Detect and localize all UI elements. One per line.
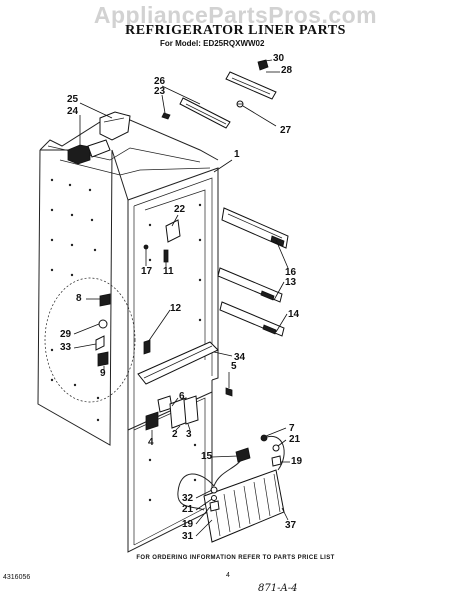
screw-5 xyxy=(225,387,233,397)
page-number: 4 xyxy=(226,572,230,579)
fitting-21-lower xyxy=(211,495,217,501)
callout-21-upper: 21 xyxy=(289,434,301,445)
callout-6: 6 xyxy=(179,391,185,402)
ordering-note: FOR ORDERING INFORMATION REFER TO PARTS … xyxy=(136,555,335,561)
callout-16: 16 xyxy=(285,267,297,278)
callout-25: 25 xyxy=(67,94,79,105)
callout-37: 37 xyxy=(285,520,297,531)
clip-12 xyxy=(143,339,151,355)
part-8 xyxy=(99,293,111,307)
rail-28 xyxy=(225,71,277,100)
callout-3: 3 xyxy=(186,429,192,440)
part-9 xyxy=(97,351,109,367)
callout-31: 31 xyxy=(182,531,194,542)
callout-8: 8 xyxy=(76,293,82,304)
fitting-19-lower xyxy=(209,500,220,512)
top-bracket-25 xyxy=(99,111,131,141)
callout-2: 2 xyxy=(172,429,178,440)
callout-19-upper: 19 xyxy=(291,456,303,467)
rail-13 xyxy=(217,267,283,303)
bracket-4 xyxy=(145,411,159,431)
callout-30: 30 xyxy=(273,53,285,64)
fitting-32 xyxy=(210,486,218,494)
clip-30 xyxy=(257,59,269,71)
rail-14 xyxy=(219,301,285,337)
callout-13: 13 xyxy=(285,277,297,288)
callout-26: 26 xyxy=(154,76,166,87)
bracket-3 xyxy=(183,395,199,425)
rail-26 xyxy=(179,97,231,129)
hinge-22 xyxy=(165,219,181,243)
callout-12: 12 xyxy=(170,303,182,314)
callout-7: 7 xyxy=(289,423,295,434)
screw-23 xyxy=(161,112,171,120)
callout-27: 27 xyxy=(280,125,292,136)
callout-15: 15 xyxy=(201,451,213,462)
callout-32: 32 xyxy=(182,493,194,504)
callout-9: 9 xyxy=(100,368,106,379)
document-number: 4316056 xyxy=(3,574,31,581)
callout-11: 11 xyxy=(163,266,174,277)
callout-34: 34 xyxy=(234,352,246,363)
callout-33: 33 xyxy=(60,342,72,353)
part-33 xyxy=(95,335,105,351)
callout-24: 24 xyxy=(67,106,79,117)
leader-lines xyxy=(73,59,290,537)
callout-1: 1 xyxy=(234,149,240,160)
callout-21-lower: 21 xyxy=(182,504,194,515)
callout-5: 5 xyxy=(231,361,237,372)
model-number: For Model: ED25RQXWW02 xyxy=(160,39,265,48)
part-29 xyxy=(98,319,108,329)
fitting-21-upper xyxy=(272,444,280,452)
watermark-text: AppliancePartsPros.com xyxy=(93,2,378,28)
top-bracket-24 xyxy=(67,139,111,165)
handwritten-note: 871-A-4 xyxy=(258,583,298,594)
valve-15 xyxy=(235,447,251,463)
callout-23: 23 xyxy=(154,86,166,97)
screw-11 xyxy=(163,249,169,263)
shelf-16 xyxy=(221,207,289,249)
fitting-7 xyxy=(260,434,268,442)
callout-29: 29 xyxy=(60,329,72,340)
fitting-19-upper xyxy=(271,455,282,467)
screw-27 xyxy=(236,100,244,108)
callout-4: 4 xyxy=(148,437,154,448)
callout-14: 14 xyxy=(288,309,300,320)
callout-28: 28 xyxy=(281,65,293,76)
screw-17 xyxy=(143,244,149,250)
callout-22: 22 xyxy=(174,204,186,215)
diagram-title: REFRIGERATOR LINER PARTS xyxy=(125,23,346,38)
callout-19-lower: 19 xyxy=(182,519,194,530)
callout-17: 17 xyxy=(141,266,153,277)
crisper-cover-34 xyxy=(137,341,219,385)
refrigerator-liner-body xyxy=(37,119,219,553)
